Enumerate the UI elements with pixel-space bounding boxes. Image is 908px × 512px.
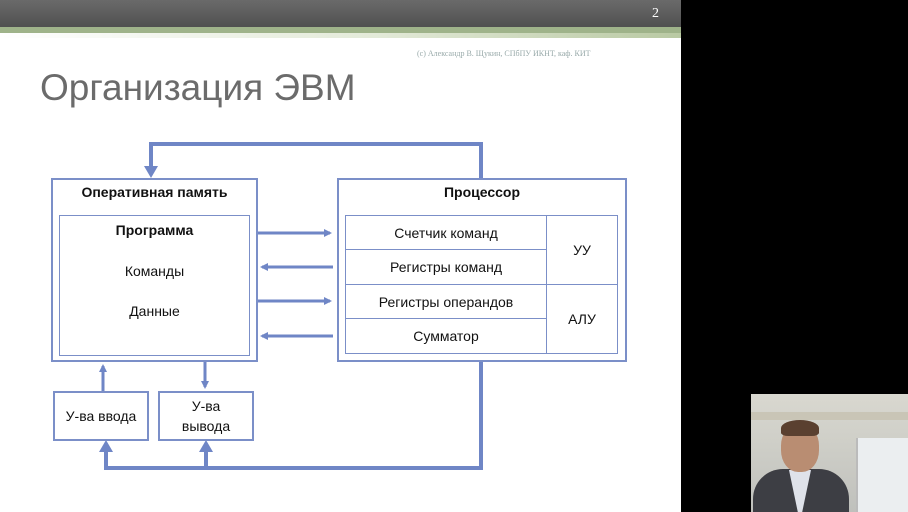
program-data: Данные [129, 303, 180, 319]
output-device-label-line1: У-ва [191, 398, 221, 414]
slide-header-accent [0, 27, 681, 33]
program-block [59, 215, 250, 356]
webcam-video-overlay [751, 394, 908, 512]
bus-top-connector [149, 142, 483, 178]
processor-row-command-registers: Регистры команд [345, 249, 547, 285]
webcam-background-board [856, 438, 908, 512]
bus-bottom-connector [104, 358, 483, 470]
processor-row-counter: Счетчик команд [345, 215, 547, 250]
input-device-block: У-ва ввода [53, 391, 149, 441]
program-commands: Команды [124, 263, 185, 279]
slide-page-number: 2 [652, 6, 659, 21]
output-device-label-line2: вывода [181, 418, 231, 434]
memory-title: Оперативная память [81, 184, 228, 200]
webcam-background-rail [751, 412, 908, 420]
program-title: Программа [115, 222, 194, 238]
slide-credit: (c) Александр В. Щукин, СПбПУ ИКНТ, каф.… [417, 49, 591, 58]
processor-row-operand-registers: Регистры операндов [345, 284, 547, 319]
output-device-block: У-ва вывода [158, 391, 254, 441]
diagram-connectors [99, 142, 483, 470]
processor-title: Процессор [443, 184, 521, 200]
input-device-label: У-ва ввода [65, 408, 137, 424]
slide-header-bar [0, 0, 681, 27]
slide-header-gradient [0, 33, 681, 38]
processor-row-accumulator: Сумматор [345, 318, 547, 354]
alu-label: АЛУ [546, 284, 618, 354]
presenter-hair [781, 420, 819, 436]
control-unit-label: УУ [546, 215, 618, 285]
slide-title: Организация ЭВМ [40, 67, 356, 108]
presentation-slide: 2 (c) Александр В. Щукин, СПбПУ ИКНТ, ка… [0, 0, 681, 512]
